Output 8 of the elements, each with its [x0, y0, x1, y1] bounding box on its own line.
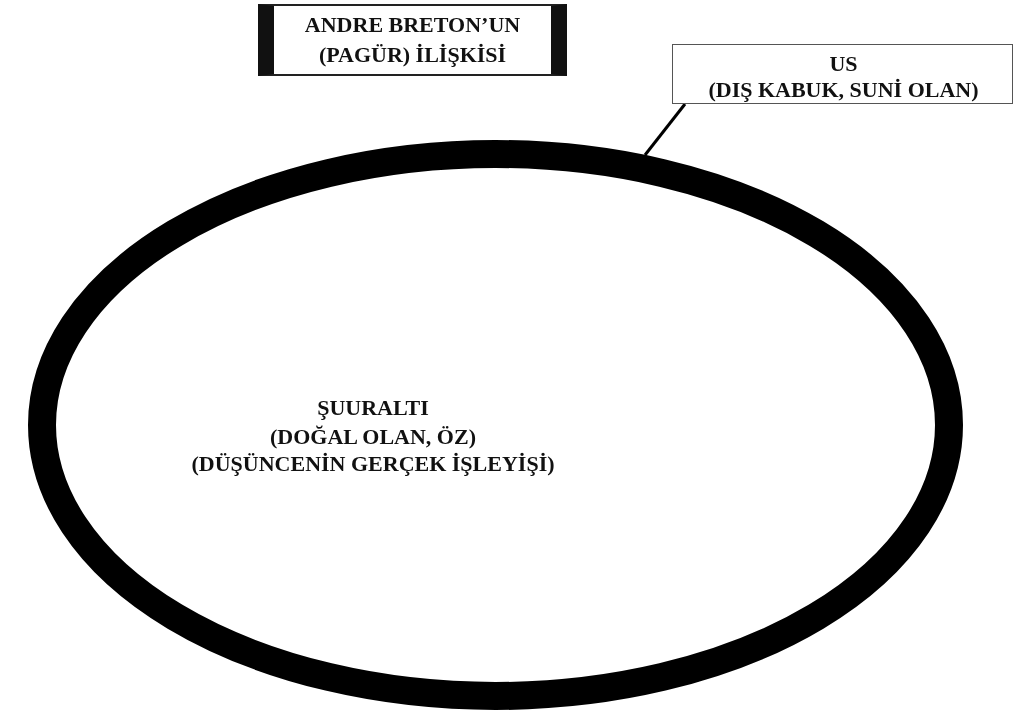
leader-line [643, 103, 687, 156]
node-text: (DOĞAL OLAN, ÖZ) [269, 424, 477, 450]
node-heading: ŞUURALTI [316, 395, 430, 421]
callout-box [672, 44, 1013, 104]
node-heading: US [828, 51, 859, 77]
node-text: (DÜŞÜNCENİN GERÇEK İŞLEYİŞİ) [190, 451, 556, 477]
node-text: (DIŞ KABUK, SUNİ OLAN) [707, 77, 980, 103]
title-box: ANDRE BRETON’UN (PAGÜR) İLİŞKİSİ [258, 4, 567, 76]
